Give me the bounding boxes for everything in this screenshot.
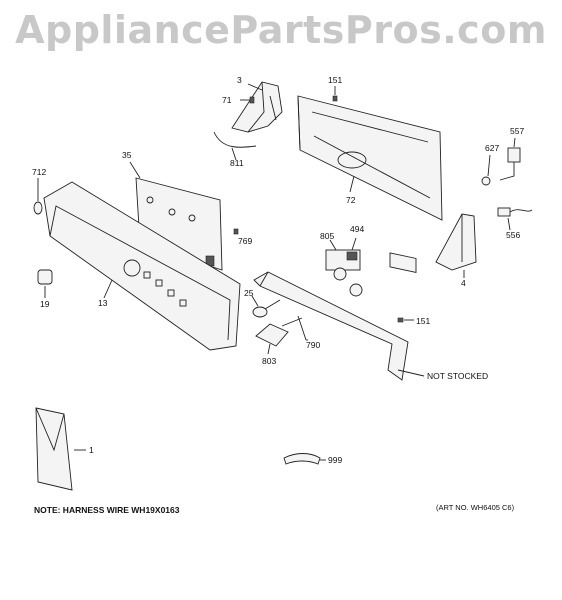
label-790: 790	[306, 340, 320, 350]
art-number: (ART NO. WH6405 C6)	[436, 503, 515, 512]
label-1: 1	[89, 445, 94, 455]
label-71: 71	[222, 95, 232, 105]
part-151-clip-top[interactable]	[332, 95, 338, 102]
part-1-manual[interactable]	[35, 407, 73, 491]
label-151-lower: 151	[416, 316, 430, 326]
label-999: 999	[328, 455, 342, 465]
label-627: 627	[485, 143, 499, 153]
part-803-hose[interactable]	[255, 317, 303, 347]
label-4: 4	[461, 278, 466, 288]
label-not-stocked: NOT STOCKED	[427, 371, 488, 381]
label-3: 3	[237, 75, 242, 85]
part-151-clip-lower[interactable]	[397, 317, 404, 323]
label-557: 557	[510, 126, 524, 136]
part-4-end-cap[interactable]	[435, 213, 477, 271]
part-999-clip[interactable]	[283, 453, 321, 465]
part-811-cable[interactable]	[213, 131, 257, 148]
part-712-knob[interactable]	[33, 201, 43, 215]
label-811: 811	[230, 158, 244, 168]
part-not-stocked-bracket[interactable]	[253, 271, 409, 381]
label-712: 712	[32, 167, 46, 177]
label-769: 769	[238, 236, 252, 246]
label-35: 35	[122, 150, 132, 160]
part-3-bracket[interactable]	[231, 81, 283, 133]
label-25: 25	[244, 288, 254, 298]
part-19-knob[interactable]	[37, 269, 53, 285]
label-19: 19	[40, 299, 50, 309]
part-71-screw[interactable]	[240, 96, 255, 104]
label-151-top: 151	[328, 75, 342, 85]
part-769-screw[interactable]	[233, 228, 239, 235]
part-494[interactable]	[346, 251, 358, 261]
part-627-knob[interactable]	[481, 176, 491, 186]
label-72: 72	[346, 195, 356, 205]
harness-note: NOTE: HARNESS WIRE WH19X0163	[34, 505, 180, 515]
part-557-switch[interactable]	[499, 147, 521, 181]
part-72-backsplash-panel[interactable]	[297, 95, 443, 273]
label-494: 494	[350, 224, 364, 234]
part-790-pin[interactable]	[297, 315, 307, 341]
label-13: 13	[98, 298, 108, 308]
label-556: 556	[506, 230, 520, 240]
part-13-control-panel[interactable]	[43, 181, 241, 351]
part-556-harness[interactable]	[497, 207, 533, 217]
label-805: 805	[320, 231, 334, 241]
watermark: AppliancePartsPros.com	[15, 8, 547, 52]
part-25-valve[interactable]	[252, 299, 281, 318]
label-803: 803	[262, 356, 276, 366]
